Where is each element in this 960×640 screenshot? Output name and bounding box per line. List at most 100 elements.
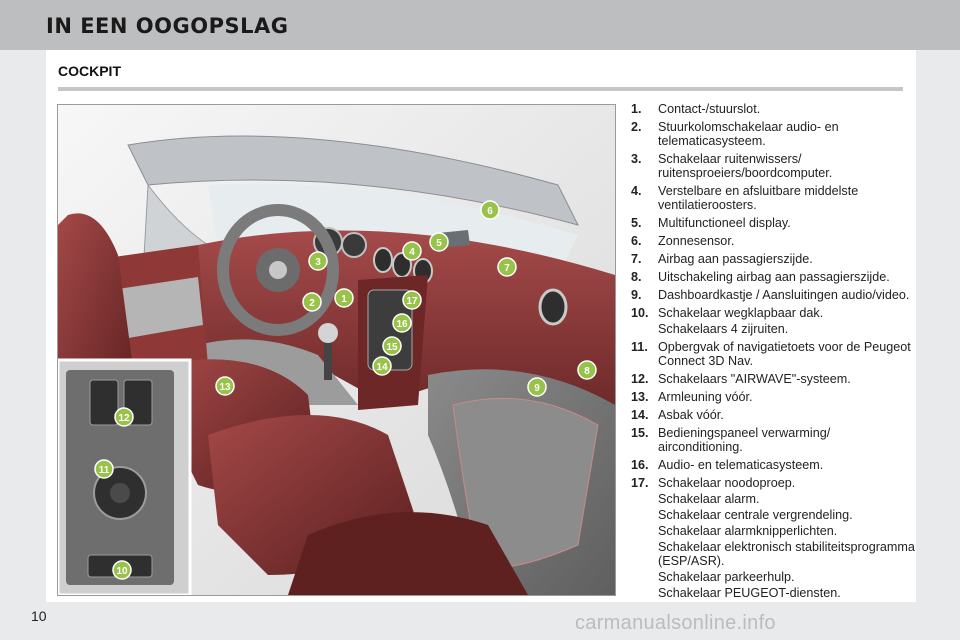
callout-5: 5 xyxy=(429,232,449,252)
legend-item: 11. Opbergvak of navigatietoets voor de P… xyxy=(631,340,916,370)
svg-text:9: 9 xyxy=(534,383,540,394)
legend-text: Opbergvak of navigatietoets voor de Peug… xyxy=(658,340,911,368)
legend-text: Asbak vóór. xyxy=(658,408,724,422)
legend-item: 3. Schakelaar ruitenwissers/ ruitensproei… xyxy=(631,152,916,182)
legend-text: Schakelaar PEUGEOT-diensten. xyxy=(658,586,841,600)
legend-number: 6. xyxy=(631,234,642,248)
legend-number: 10. xyxy=(631,306,649,320)
legend-text: Schakelaar alarmknipperlichten. xyxy=(658,524,838,538)
legend-text: Contact-/stuurslot. xyxy=(658,102,761,116)
watermark: carmanualsonline.info xyxy=(575,612,776,634)
svg-text:5: 5 xyxy=(436,238,442,249)
cockpit-drawing: 1 2 3 4 5 6 7 8 9 10 11 12 13 14 15 16 1… xyxy=(58,105,615,595)
callout-9: 9 xyxy=(527,377,547,397)
cockpit-illustration: 1 2 3 4 5 6 7 8 9 10 11 12 13 14 15 16 1… xyxy=(57,104,616,596)
callout-8: 8 xyxy=(577,360,597,380)
legend-item: 17. Schakelaar noodoproep. Schakelaar al… xyxy=(631,476,916,602)
legend-item: 9. Dashboardkastje / Aansluitingen audio/… xyxy=(631,288,916,304)
section-divider xyxy=(58,87,903,91)
legend-number: 2. xyxy=(631,120,642,134)
callout-6: 6 xyxy=(480,200,500,220)
legend-text: Schakelaar parkeerhulp. xyxy=(658,570,795,584)
svg-text:13: 13 xyxy=(219,382,231,393)
svg-text:8: 8 xyxy=(584,366,590,377)
callout-11: 11 xyxy=(94,459,114,479)
svg-text:12: 12 xyxy=(118,413,130,424)
legend-number: 12. xyxy=(631,372,649,386)
callout-3: 3 xyxy=(308,251,328,271)
legend-item: 13. Armleuning vóór. xyxy=(631,390,916,406)
legend-list: 1. Contact-/stuurslot. 2. Stuurkolomschake… xyxy=(631,102,916,604)
header-bar xyxy=(0,0,960,50)
callout-2: 2 xyxy=(302,292,322,312)
svg-text:6: 6 xyxy=(487,206,493,217)
legend-text: Verstelbare en afsluitbare middelste ven… xyxy=(658,184,859,212)
callout-14: 14 xyxy=(372,356,392,376)
legend-text: Schakelaar alarm. xyxy=(658,492,760,506)
callout-16: 16 xyxy=(392,313,412,333)
legend-text: Schakelaars "AIRWAVE"-systeem. xyxy=(658,372,851,386)
legend-text: Airbag aan passagierszijde. xyxy=(658,252,813,266)
legend-number: 15. xyxy=(631,426,649,440)
legend-text: Stuurkolomschakelaar audio- en telematic… xyxy=(658,120,839,148)
section-title: COCKPIT xyxy=(58,63,121,79)
legend-text: Bedieningspaneel verwarming/ airconditio… xyxy=(658,426,831,454)
callout-4: 4 xyxy=(402,241,422,261)
legend-number: 4. xyxy=(631,184,642,198)
svg-text:2: 2 xyxy=(309,298,315,309)
svg-text:16: 16 xyxy=(396,319,408,330)
legend-item: 7. Airbag aan passagierszijde. xyxy=(631,252,916,268)
legend-item: 6. Zonnesensor. xyxy=(631,234,916,250)
legend-text: Multifunctioneel display. xyxy=(658,216,791,230)
legend-number: 8. xyxy=(631,270,642,284)
callout-12: 12 xyxy=(114,407,134,427)
legend-item: 10. Schakelaar wegklapbaar dak. Schakelaar… xyxy=(631,306,916,338)
callout-7: 7 xyxy=(497,257,517,277)
callout-1: 1 xyxy=(334,288,354,308)
callout-15: 15 xyxy=(382,336,402,356)
page-title: IN EEN OOGOPSLAG xyxy=(46,14,289,38)
legend-number: 13. xyxy=(631,390,649,404)
legend-number: 5. xyxy=(631,216,642,230)
legend-text: Uitschakeling airbag aan passagierszijde… xyxy=(658,270,890,284)
legend-number: 14. xyxy=(631,408,649,422)
legend-text: Dashboardkastje / Aansluitingen audio/vi… xyxy=(658,288,910,302)
legend-text: Schakelaar elektronisch stabiliteitsprog… xyxy=(658,540,915,568)
legend-number: 1. xyxy=(631,102,642,116)
legend-number: 9. xyxy=(631,288,642,302)
svg-text:15: 15 xyxy=(386,342,398,353)
legend-text: Audio- en telematicasysteem. xyxy=(658,458,824,472)
legend-text: Schakelaars 4 zijruiten. xyxy=(658,322,789,336)
legend-item: 2. Stuurkolomschakelaar audio- en telemat… xyxy=(631,120,916,150)
callout-10: 10 xyxy=(112,560,132,580)
legend-text: Schakelaar noodoproep. xyxy=(658,476,796,490)
legend-item: 8. Uitschakeling airbag aan passagierszij… xyxy=(631,270,916,286)
legend-text: Schakelaar wegklapbaar dak. xyxy=(658,306,824,320)
legend-number: 7. xyxy=(631,252,642,266)
legend-item: 12. Schakelaars "AIRWAVE"-systeem. xyxy=(631,372,916,388)
legend-item: 1. Contact-/stuurslot. xyxy=(631,102,916,118)
legend-item: 16. Audio- en telematicasysteem. xyxy=(631,458,916,474)
legend-number: 17. xyxy=(631,476,649,490)
legend-item: 15. Bedieningspaneel verwarming/ aircondi… xyxy=(631,426,916,456)
legend-number: 3. xyxy=(631,152,642,166)
svg-text:14: 14 xyxy=(376,362,388,373)
legend-item: 4. Verstelbare en afsluitbare middelste v… xyxy=(631,184,916,214)
legend-item: 5. Multifunctioneel display. xyxy=(631,216,916,232)
svg-text:4: 4 xyxy=(409,247,415,258)
legend-text: Armleuning vóór. xyxy=(658,390,753,404)
legend-number: 16. xyxy=(631,458,649,472)
svg-text:17: 17 xyxy=(406,296,418,307)
page-number: 10 xyxy=(31,608,47,624)
callout-13: 13 xyxy=(215,376,235,396)
svg-text:11: 11 xyxy=(99,465,110,476)
legend-item: 14. Asbak vóór. xyxy=(631,408,916,424)
svg-text:3: 3 xyxy=(315,257,321,268)
legend-text: Zonnesensor. xyxy=(658,234,735,248)
svg-text:1: 1 xyxy=(341,294,347,305)
legend-number: 11. xyxy=(631,340,648,354)
svg-text:7: 7 xyxy=(504,263,510,274)
legend-text: Schakelaar ruitenwissers/ ruitensproeier… xyxy=(658,152,833,180)
svg-text:10: 10 xyxy=(116,566,128,577)
callout-17: 17 xyxy=(402,290,422,310)
